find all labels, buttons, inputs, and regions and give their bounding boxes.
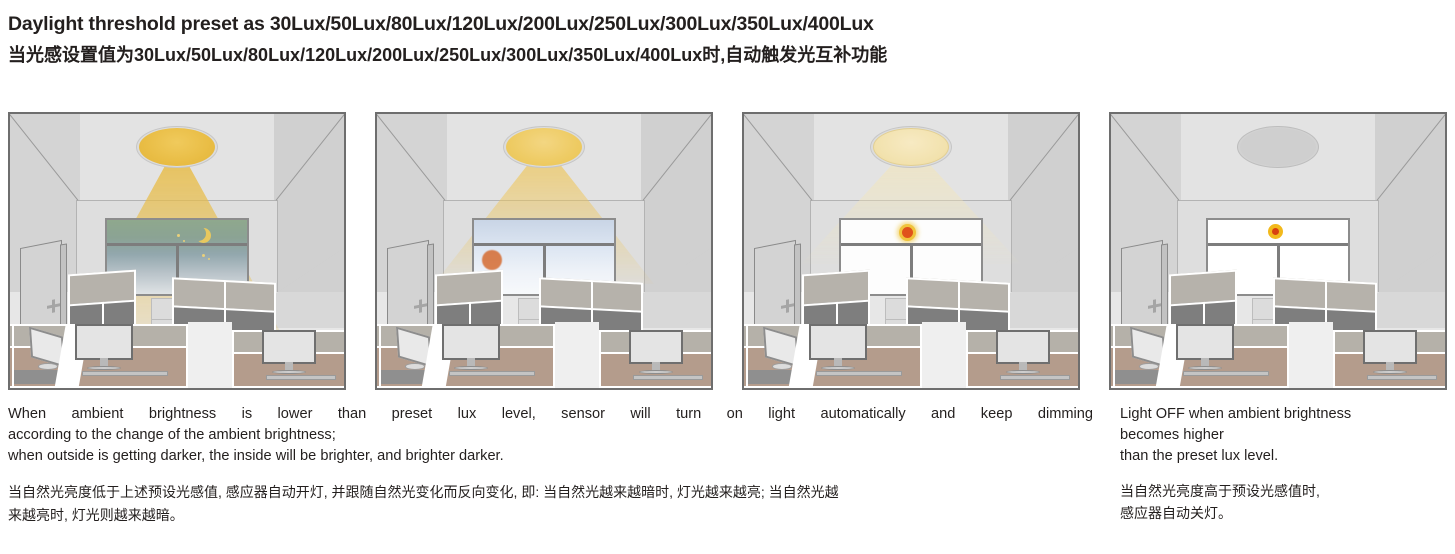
monitor-front-left [442,324,500,370]
description-right-cn-line2: 感应器自动关灯。 [1120,505,1232,521]
desk-drawer [381,370,427,384]
monitor-front-right [996,330,1050,374]
illustration-panel-night-full-brightness [8,112,346,390]
window-mullion [542,246,546,294]
description-left-cn-line2: 来越亮时, 灯光则越来越暗。 [8,507,184,523]
description-right: Light OFF when ambient brightness become… [1120,404,1450,524]
star-icon [177,234,180,237]
description-left-cn-line1: 当自然光亮度低于上述预设光感值, 感应器自动开灯, 并跟随自然光变化而反向变化,… [8,484,839,500]
description-left-en-line3: when outside is getting darker, the insi… [8,448,504,464]
keyboard-right [266,375,336,380]
sun-icon [1268,224,1283,239]
ceiling-lamp-icon [1240,128,1316,166]
description-right-cn-line1: 当自然光亮度高于预设光感值时, [1120,483,1320,499]
door-handle-icon [414,303,427,309]
illustration-panel-dusk-medium-brightness [375,112,713,390]
description-right-en-line1: Light OFF when ambient brightness [1120,406,1352,422]
description-left-en-line2: according to the change of the ambient b… [8,427,336,443]
monitor-front-right [629,330,683,374]
monitor-front-left [1176,324,1234,370]
monitor-front-left [75,324,133,370]
desk-row [377,322,711,388]
desk-row [1111,322,1445,388]
monitor-front-right [262,330,316,374]
ceiling-lamp-icon [873,128,949,166]
aisle [1289,322,1333,388]
window-transom [1208,220,1348,246]
keyboard-right [633,375,703,380]
keyboard-left [82,371,168,376]
ceiling-lamp-icon [139,128,215,166]
window-mullion [1276,246,1280,294]
illustration-panel-daylight-dim [742,112,1080,390]
door-handle-icon [781,303,794,309]
keyboard-left [816,371,902,376]
keyboard-left [1183,371,1269,376]
desk-row [744,322,1078,388]
door-handle-icon [47,303,60,309]
description-right-en-line3: than the preset lux level. [1120,448,1279,464]
star-icon [183,240,185,242]
aisle [922,322,966,388]
description-left: When ambient brightness is lower than pr… [8,404,1093,527]
heading-block: Daylight threshold preset as 30Lux/50Lux… [0,0,1455,70]
star-icon [202,254,205,257]
desk-drawer [748,370,794,384]
window-mullion [909,246,913,294]
description-left-en-line1: When ambient brightness is lower than pr… [8,406,1093,422]
keyboard-right [1367,375,1437,380]
keyboard-right [1000,375,1070,380]
aisle [555,322,599,388]
ceiling-lamp-icon [506,128,582,166]
aisle [188,322,232,388]
window-transom [107,220,247,246]
desk-row [10,322,344,388]
desk-drawer [14,370,60,384]
keyboard-left [449,371,535,376]
monitor-base [772,363,792,370]
door-handle-icon [1148,303,1161,309]
monitor-base [1139,363,1159,370]
description-right-en-line2: becomes higher [1120,427,1224,443]
monitor-base [405,363,425,370]
sun-icon [482,250,502,270]
monitor-base [38,363,58,370]
window-transom [841,220,981,246]
desk-drawer [1115,370,1161,384]
window-mullion [175,246,179,294]
star-icon [208,258,210,260]
sun-icon [899,224,916,241]
illustration-panel-light-off [1109,112,1447,390]
heading-chinese: 当光感设置值为30Lux/50Lux/80Lux/120Lux/200Lux/2… [8,45,888,65]
window-transom [474,220,614,246]
monitor-front-right [1363,330,1417,374]
monitor-front-left [809,324,867,370]
illustration-panel-row [8,112,1448,390]
heading-english: Daylight threshold preset as 30Lux/50Lux… [8,13,874,35]
